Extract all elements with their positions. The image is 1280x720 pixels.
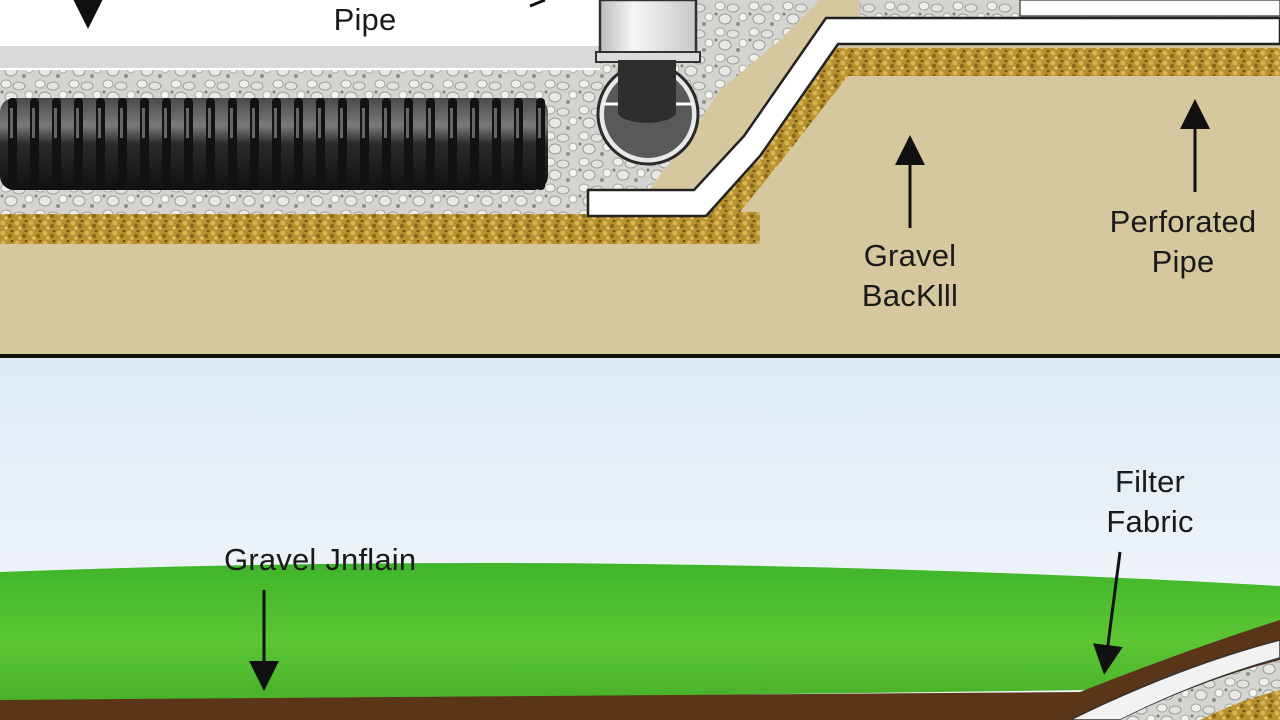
pipe-rib-highlight (406, 108, 409, 138)
label-pipe: Pipe (300, 0, 430, 40)
grass-surface (0, 563, 1280, 704)
pipe-rib-highlight (186, 108, 189, 138)
filter-fabric-band (586, 16, 1280, 218)
pipe-rib-highlight (76, 108, 79, 138)
pipe-rib-highlight (450, 108, 453, 138)
label-filter-fabric-line1: Filter (1114, 464, 1186, 499)
callout-arrows (73, 0, 1210, 691)
pipe-rib-highlight (494, 108, 497, 138)
pipe-rib-highlight (98, 108, 101, 138)
label-perforated-pipe-line1: Perforated (1109, 204, 1257, 239)
pipe-rib-highlight (32, 108, 35, 138)
label-filter-fabric: Filter Fabric (1080, 462, 1220, 542)
corrugated-pipe (0, 98, 548, 190)
pipe-rib-highlight (10, 108, 13, 138)
arrow-pipe (529, 0, 546, 8)
top-cross-section (0, 0, 1280, 358)
bottom-landscape (0, 358, 1280, 720)
label-perforated-pipe: Perforated Pipe (1090, 202, 1276, 282)
pipe-rib-highlight (54, 108, 57, 138)
pipe-rib-highlight (538, 108, 541, 138)
label-perforated-pipe-line2: Pipe (1151, 244, 1215, 279)
label-filter-fabric-line2: Fabric (1106, 504, 1194, 539)
pipe-rib-highlight (318, 108, 321, 138)
pipe-rib-highlight (296, 108, 299, 138)
pipe-rib-highlight (230, 108, 233, 138)
label-pipe-text: Pipe (333, 2, 397, 37)
pipe-rib-highlight (274, 108, 277, 138)
label-gravel-drain-text: Gravel Jnflain (224, 542, 417, 577)
pipe-rib-highlight (142, 108, 145, 138)
pipe-rib-highlight (428, 108, 431, 138)
pipe-rib-highlight (362, 108, 365, 138)
pipe-rib-highlight (340, 108, 343, 138)
pipe-rib-highlight (384, 108, 387, 138)
riser-pipe (595, 0, 701, 166)
label-gravel-backfill-line2: BacKlll (861, 278, 959, 313)
pipe-rib-highlight (516, 108, 519, 138)
pipe-rib-highlight (208, 108, 211, 138)
label-gravel-backfill: Gravel BacKlll (830, 236, 990, 316)
arrow-filter-fabric (1093, 551, 1123, 675)
label-gravel-drain: Gravel Jnflain (224, 540, 454, 580)
label-gravel-backfill-line1: Gravel (863, 238, 957, 273)
pipe-rib-highlight (164, 108, 167, 138)
pipe-rib-highlight (120, 108, 123, 138)
pipe-rib-highlight (472, 108, 475, 138)
pipe-rib-highlight (252, 108, 255, 138)
